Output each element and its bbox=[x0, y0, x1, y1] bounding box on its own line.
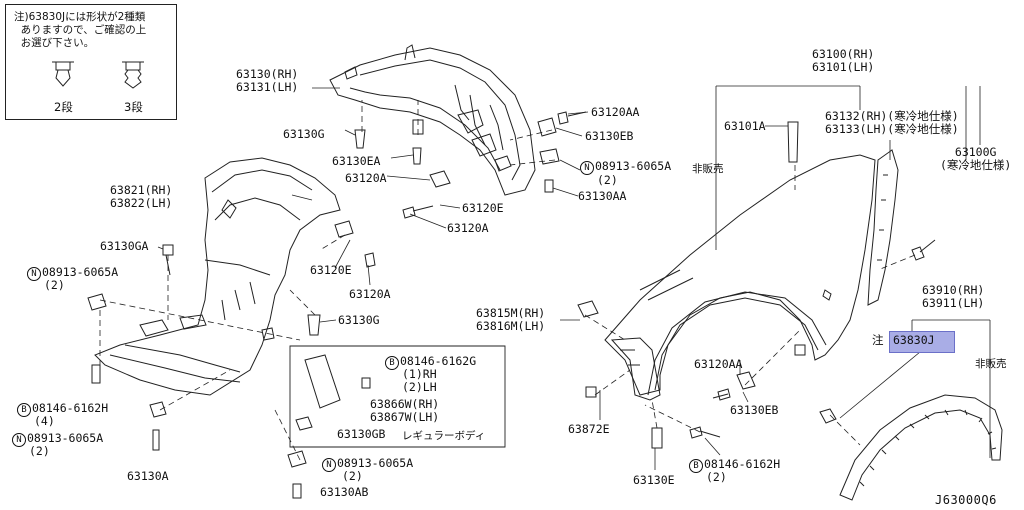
part-label-63120E-1[interactable]: 63120E bbox=[462, 201, 504, 215]
part-label-63815[interactable]: 63815M(RH) 63816M(LH) bbox=[476, 306, 546, 333]
fender-seal-strip bbox=[867, 149, 899, 306]
part-number-08913-left: 08913-6065A bbox=[42, 265, 119, 279]
note-box: 注)63830Jには形状が2種類 ありますので、ご確認の上 お選び下さい。 2段… bbox=[5, 4, 177, 120]
part-number-08913-top: 08913-6065A bbox=[595, 159, 672, 173]
nut-symbol-icon: N bbox=[322, 458, 336, 472]
part-number-08146-bottom: 08146-6162H bbox=[704, 457, 781, 471]
part-number-08146-left: 08146-6162H bbox=[32, 401, 109, 415]
part-label-63130EB-mid[interactable]: 63130EB bbox=[730, 403, 779, 417]
part-label-63130EA[interactable]: 63130EA bbox=[332, 154, 381, 168]
part-label-63100G[interactable]: 63100G (寒冷地仕様) bbox=[940, 145, 1012, 172]
part-label-63120E-2[interactable]: 63120E bbox=[310, 263, 352, 277]
part-label-63120A-3[interactable]: 63120A bbox=[349, 287, 391, 301]
diagram-code: J63000Q6 bbox=[935, 493, 997, 507]
part-qty-08146-bottom: (2) bbox=[706, 470, 727, 484]
note-text: 注)63830Jには形状が2種類 ありますので、ご確認の上 お選び下さい。 bbox=[14, 11, 147, 49]
part-number-08913-left2: 08913-6065A bbox=[27, 431, 104, 445]
bolt-symbol-icon: B bbox=[17, 403, 31, 417]
fender-liner-left bbox=[94, 157, 341, 396]
part-label-63910[interactable]: 63910(RH) 63911(LH) bbox=[922, 283, 985, 310]
part-label-63120AA-top[interactable]: 63120AA bbox=[591, 105, 640, 119]
part-label-63130E[interactable]: 63130E bbox=[633, 473, 675, 487]
part-label-63101A[interactable]: 63101A bbox=[724, 119, 766, 133]
not-sold-label-2: 非販売 bbox=[975, 358, 1007, 370]
part-number-08146-mid: 08146-6162G bbox=[400, 354, 477, 368]
front-bracket bbox=[610, 337, 661, 401]
dashed-lines bbox=[99, 100, 916, 461]
part-label-63130[interactable]: 63130(RH) 63131(LH) bbox=[236, 67, 299, 94]
part-label-63130GA[interactable]: 63130GA bbox=[100, 239, 149, 253]
clip-3-step-icon bbox=[122, 61, 144, 89]
bolt-symbol-icon: B bbox=[689, 459, 703, 473]
front-fender-panel bbox=[604, 154, 876, 396]
fasteners bbox=[87, 111, 936, 499]
nut-symbol-icon: N bbox=[580, 161, 594, 175]
part-label-63100[interactable]: 63100(RH) 63101(LH) bbox=[812, 47, 875, 74]
part-label-63120AA-mid[interactable]: 63120AA bbox=[694, 357, 743, 371]
part-label-63830J-prefix: 注 bbox=[872, 333, 884, 347]
fender-liner-top bbox=[329, 44, 536, 196]
part-label-63872E[interactable]: 63872E bbox=[568, 422, 610, 436]
part-label-63120A-2[interactable]: 63120A bbox=[447, 221, 489, 235]
part-label-63130AA-top[interactable]: 63130AA bbox=[578, 189, 627, 203]
part-qty-08913-left: (2) bbox=[44, 278, 65, 292]
part-label-63130AB[interactable]: 63130AB bbox=[320, 485, 369, 499]
part-label-63120A-1[interactable]: 63120A bbox=[345, 171, 387, 185]
part-qty-08913-left2: (2) bbox=[29, 444, 50, 458]
regular-body-label: レギュラーボディ bbox=[402, 430, 486, 442]
part-label-63821[interactable]: 63821(RH) 63822(LH) bbox=[110, 183, 173, 210]
part-number-08913-bottom: 08913-6065A bbox=[337, 456, 414, 470]
not-sold-label-1: 非販売 bbox=[692, 163, 724, 175]
part-label-63130G-mid[interactable]: 63130G bbox=[338, 313, 380, 327]
wheel-arch-moulding bbox=[839, 394, 1003, 501]
part-qty-08146-mid: (1)RH (2)LH bbox=[402, 367, 437, 394]
part-label-63130GB[interactable]: 63130GB bbox=[337, 427, 386, 441]
bolt-symbol-icon: B bbox=[385, 356, 399, 370]
part-qty-08146-left: (4) bbox=[34, 414, 55, 428]
part-label-63830J[interactable]: 63830J bbox=[893, 333, 935, 347]
leader-lines bbox=[157, 85, 991, 470]
part-label-63866[interactable]: 63866W(RH) 63867W(LH) bbox=[370, 397, 440, 424]
part-label-63132[interactable]: 63132(RH)(寒冷地仕様) 63133(LH)(寒冷地仕様) bbox=[825, 109, 959, 136]
part-label-63130G-top[interactable]: 63130G bbox=[283, 127, 325, 141]
part-qty-08913-bottom: (2) bbox=[342, 469, 363, 483]
nut-symbol-icon: N bbox=[27, 267, 41, 281]
nut-symbol-icon: N bbox=[12, 433, 26, 447]
part-qty-08913-top: (2) bbox=[597, 173, 618, 187]
part-label-63130EB-top[interactable]: 63130EB bbox=[585, 129, 634, 143]
part-label-63130A[interactable]: 63130A bbox=[127, 469, 169, 483]
clip-2-step-icon bbox=[52, 61, 74, 87]
highlight-63830J bbox=[889, 331, 955, 353]
regular-body-inset bbox=[289, 345, 506, 448]
clip-3-step-label: 3段 bbox=[124, 100, 143, 114]
clip-2-step-label: 2段 bbox=[54, 100, 73, 114]
